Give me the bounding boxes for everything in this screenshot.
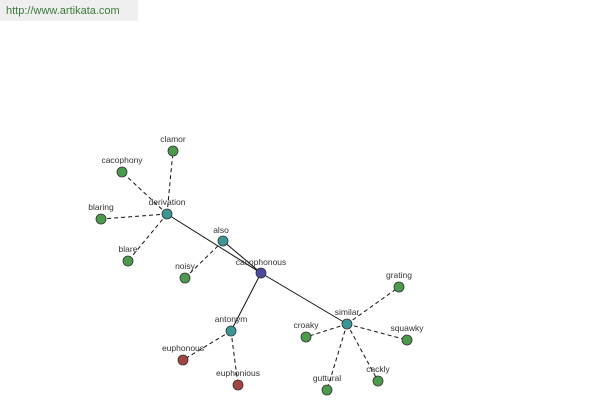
node-circle-similar[interactable] [341, 318, 353, 330]
node-label-noisy[interactable]: noisy [175, 261, 196, 271]
node-euphonous[interactable]: euphonous [162, 343, 204, 366]
node-circle-clamor[interactable] [167, 145, 179, 157]
edge-also-noisy [184, 240, 224, 279]
edge-similar-cackly [346, 323, 379, 382]
node-circle-cackly[interactable] [372, 375, 384, 387]
node-circle-also[interactable] [217, 235, 229, 247]
node-clamor[interactable]: clamor [160, 134, 186, 157]
node-derivation[interactable]: derivation [149, 197, 186, 220]
node-label-blare[interactable]: blare [119, 244, 138, 254]
node-antonym[interactable]: antonym [215, 314, 248, 337]
node-circle-squawky[interactable] [401, 334, 413, 346]
node-squawky[interactable]: squawky [390, 323, 424, 346]
edge-cacophonous-derivation [166, 213, 262, 274]
nodes-layer: cacophonous derivation also antonym similar c… [88, 134, 424, 396]
node-label-euphonious[interactable]: euphonious [216, 368, 260, 378]
node-circle-cacophonous[interactable] [255, 267, 267, 279]
node-circle-euphonious[interactable] [232, 379, 244, 391]
edge-antonym-euphonious [230, 330, 239, 386]
node-cacophony[interactable]: cacophony [101, 155, 143, 178]
node-blaring[interactable]: blaring [88, 202, 114, 225]
edge-antonym-euphonous [182, 330, 232, 361]
node-guttural[interactable]: guttural [313, 373, 341, 396]
node-circle-guttural[interactable] [321, 384, 333, 396]
node-circle-blare[interactable] [122, 255, 134, 267]
node-blare[interactable]: blare [119, 244, 138, 267]
node-noisy[interactable]: noisy [175, 261, 196, 284]
edge-similar-croaky [305, 323, 348, 338]
node-similar[interactable]: similar [335, 307, 360, 330]
node-croaky[interactable]: croaky [293, 320, 319, 343]
node-cacophonous[interactable]: cacophonous [236, 257, 287, 279]
node-circle-croaky[interactable] [300, 331, 312, 343]
edge-cacophonous-antonym [230, 272, 262, 332]
node-label-cacophonous[interactable]: cacophonous [236, 257, 287, 267]
edge-derivation-blaring [100, 213, 168, 220]
edge-similar-guttural [326, 323, 348, 391]
node-also[interactable]: also [213, 225, 229, 247]
node-circle-antonym[interactable] [225, 325, 237, 337]
node-grating[interactable]: grating [386, 270, 412, 293]
node-cackly[interactable]: cackly [366, 364, 391, 387]
node-circle-grating[interactable] [393, 281, 405, 293]
node-circle-blaring[interactable] [95, 213, 107, 225]
node-circle-cacophony[interactable] [116, 166, 128, 178]
node-euphonious[interactable]: euphonious [216, 368, 260, 391]
edge-derivation-blare [127, 213, 168, 262]
node-label-cackly[interactable]: cackly [366, 364, 390, 374]
node-label-squawky[interactable]: squawky [390, 323, 424, 333]
node-label-grating[interactable]: grating [386, 270, 412, 280]
node-label-clamor[interactable]: clamor [160, 134, 186, 144]
edges-layer [100, 150, 408, 391]
edge-similar-squawky [346, 323, 408, 341]
node-circle-derivation[interactable] [161, 208, 173, 220]
node-label-euphonous[interactable]: euphonous [162, 343, 204, 353]
edge-cacophonous-similar [260, 272, 348, 325]
node-label-similar[interactable]: similar [335, 307, 360, 317]
node-label-antonym[interactable]: antonym [215, 314, 248, 324]
edge-derivation-clamor [166, 150, 174, 215]
edge-derivation-cacophony [121, 171, 168, 215]
edge-cacophonous-also [222, 240, 262, 274]
node-label-also[interactable]: also [213, 225, 229, 235]
site-url-banner[interactable]: http://www.artikata.com [0, 0, 138, 21]
node-label-guttural[interactable]: guttural [313, 373, 341, 383]
node-circle-noisy[interactable] [179, 272, 191, 284]
node-label-derivation[interactable]: derivation [149, 197, 186, 207]
node-label-blaring[interactable]: blaring [88, 202, 114, 212]
node-label-croaky[interactable]: croaky [293, 320, 319, 330]
node-label-cacophony[interactable]: cacophony [101, 155, 143, 165]
node-circle-euphonous[interactable] [177, 354, 189, 366]
edge-similar-grating [346, 286, 400, 325]
